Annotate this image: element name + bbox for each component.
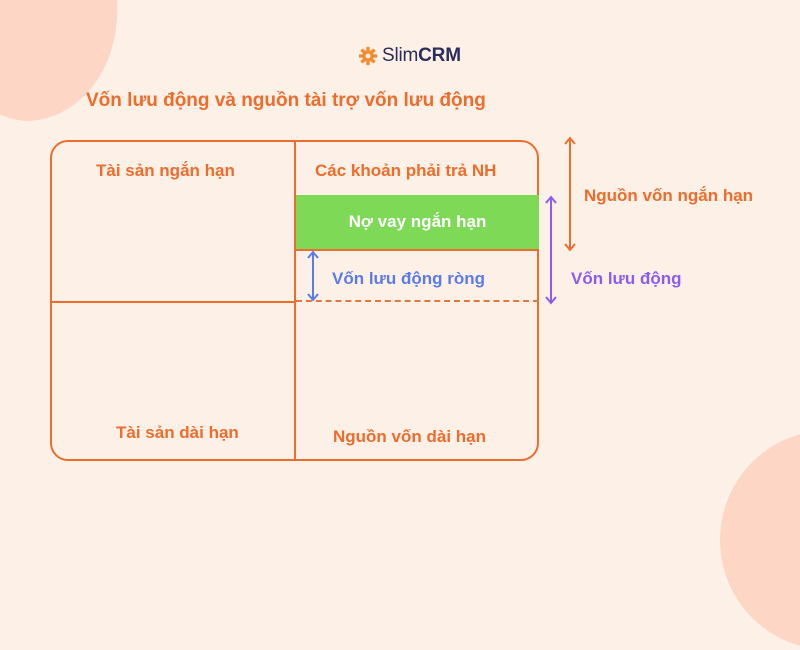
brand-logo: SlimCRM xyxy=(358,44,461,68)
short-term-sources-label: Nguồn vốn ngắn hạn xyxy=(584,186,754,205)
payables-label: Các khoản phải trả NH xyxy=(315,161,497,180)
working-capital-arrow-icon xyxy=(545,195,557,305)
column-divider xyxy=(294,141,296,461)
decorative-blob-bottom-right xyxy=(720,430,800,650)
net-working-capital-arrow-icon xyxy=(307,250,319,302)
dashed-divider xyxy=(296,300,539,302)
short-term-assets-label: Tài sản ngắn hạn xyxy=(96,161,235,180)
left-row-divider xyxy=(51,301,295,303)
brand-name-bold: CRM xyxy=(418,45,461,66)
net-working-capital-label: Vốn lưu động ròng xyxy=(332,269,485,288)
decorative-blob-top-left xyxy=(0,0,136,135)
diagram-title: Vốn lưu động và nguồn tài trợ vốn lưu độ… xyxy=(86,90,486,111)
short-term-sources-arrow-icon xyxy=(564,136,576,252)
long-term-assets-label: Tài sản dài hạn xyxy=(116,423,239,442)
gear-icon xyxy=(358,46,378,66)
long-term-sources-label: Nguồn vốn dài hạn xyxy=(333,427,486,446)
short-term-loan-label: Nợ vay ngắn hạn xyxy=(348,212,487,231)
working-capital-label: Vốn lưu động xyxy=(571,269,682,288)
brand-name: SlimCRM xyxy=(382,45,461,67)
short-term-loan-block: Nợ vay ngắn hạn xyxy=(296,195,539,251)
brand-name-light: Slim xyxy=(382,45,419,66)
